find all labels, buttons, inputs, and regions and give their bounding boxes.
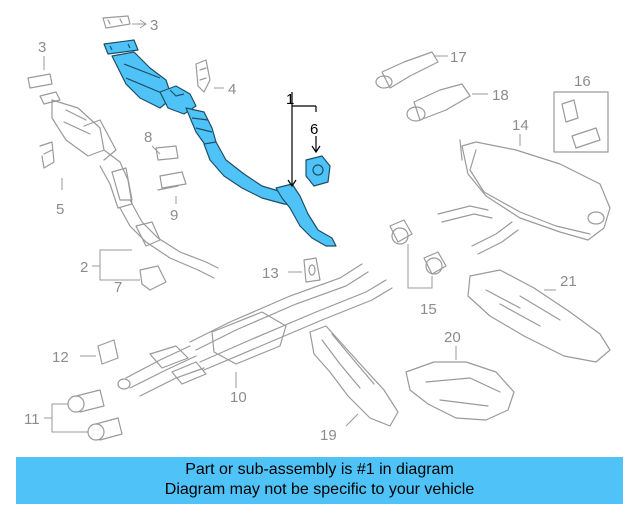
part-20-heat-shield	[405, 361, 515, 421]
part-15-clamps	[389, 219, 447, 275]
callout-14: 14	[512, 117, 529, 134]
callout-5: 5	[56, 201, 64, 218]
callout-12: 12	[52, 349, 69, 366]
part-1-front-pipe-highlighted	[103, 39, 337, 247]
callout-18: 18	[492, 87, 509, 104]
part-13-hanger	[303, 257, 321, 283]
callout-17: 17	[450, 49, 467, 66]
callout-7: 7	[114, 279, 122, 296]
callout-10: 10	[230, 389, 247, 406]
banner-line-1: Part or sub-assembly is #1 in diagram	[185, 461, 454, 478]
callout-20: 20	[444, 329, 461, 346]
callout-3-top: 3	[150, 17, 158, 34]
callout-11: 11	[24, 411, 40, 428]
callout-4: 4	[228, 81, 236, 98]
part-6-hanger-highlighted	[305, 155, 331, 187]
part-16-bracket-box	[553, 91, 609, 153]
callout-1: 1	[286, 91, 294, 108]
callout-3-left: 3	[38, 39, 46, 56]
callout-2: 2	[80, 259, 88, 276]
callout-9: 9	[170, 207, 178, 224]
left-converter-assembly	[27, 59, 219, 291]
banner-line-2: Diagram may not be specific to your vehi…	[164, 481, 475, 498]
part-3-upper-bracket	[102, 15, 147, 29]
part-12-bracket	[97, 339, 119, 365]
callout-15: 15	[420, 301, 437, 318]
parts-17-18-tailpipe-tips	[375, 51, 471, 122]
callout-21: 21	[560, 273, 577, 290]
part-info-banner: Part or sub-assembly is #1 in diagram Di…	[16, 457, 623, 504]
part-14-rear-muffler	[437, 139, 611, 255]
callout-8: 8	[144, 129, 152, 146]
part-10-intermediate-pipe	[117, 263, 393, 397]
part-21-heat-shield	[467, 269, 611, 363]
callout-19: 19	[320, 427, 337, 444]
callout-6: 6	[310, 121, 318, 138]
part-19-heat-shield	[309, 325, 399, 427]
callout-16: 16	[574, 73, 591, 90]
callout-13: 13	[262, 265, 279, 282]
exhaust-parts-diagram: 3 3 4 5 8 9 2 7	[24, 15, 611, 444]
